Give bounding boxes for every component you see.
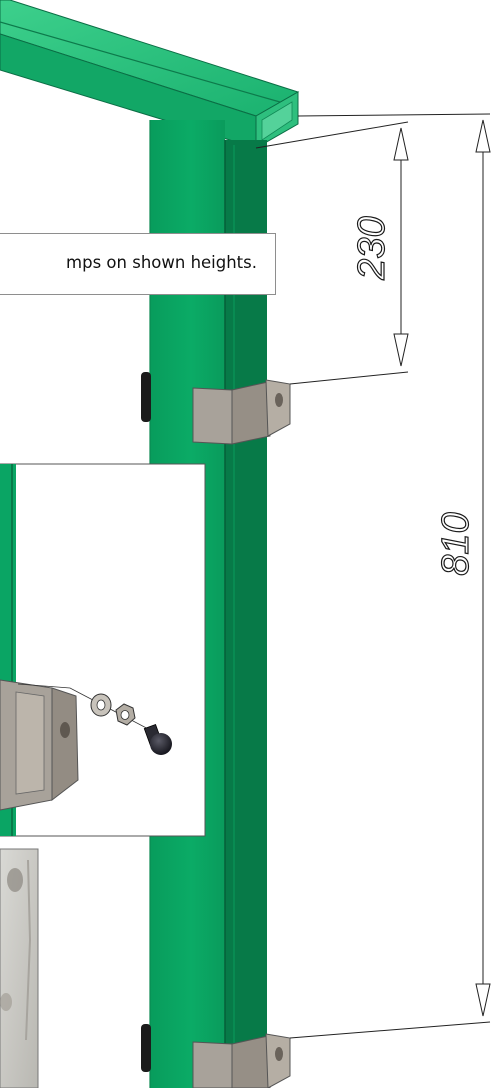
post-slot-lower: [141, 1024, 151, 1072]
post-slot-upper: [141, 372, 151, 422]
hardware-detail-inset: [0, 463, 206, 837]
dimension-label-810: 810: [435, 512, 477, 575]
cap-nut-icon: [143, 723, 172, 755]
dimension-230: 230: [255, 121, 409, 385]
inset-clamp: [0, 679, 79, 811]
lower-clamp: [192, 1033, 291, 1088]
instruction-callout: mps on shown heights.: [0, 233, 276, 295]
top-rail-edge: [0, 21, 281, 103]
top-rail: [0, 0, 300, 149]
dimension-810: 810: [289, 113, 491, 1039]
upper-clamp: [192, 379, 291, 445]
washer-icon: [90, 693, 112, 717]
top-rail-end-inner: [261, 101, 293, 141]
nut-icon: [115, 703, 136, 726]
instruction-text: mps on shown heights.: [66, 253, 257, 272]
dimension-label-230: 230: [351, 216, 393, 280]
site-photo-inset: [0, 848, 39, 1088]
post-side-face: [225, 140, 267, 1088]
